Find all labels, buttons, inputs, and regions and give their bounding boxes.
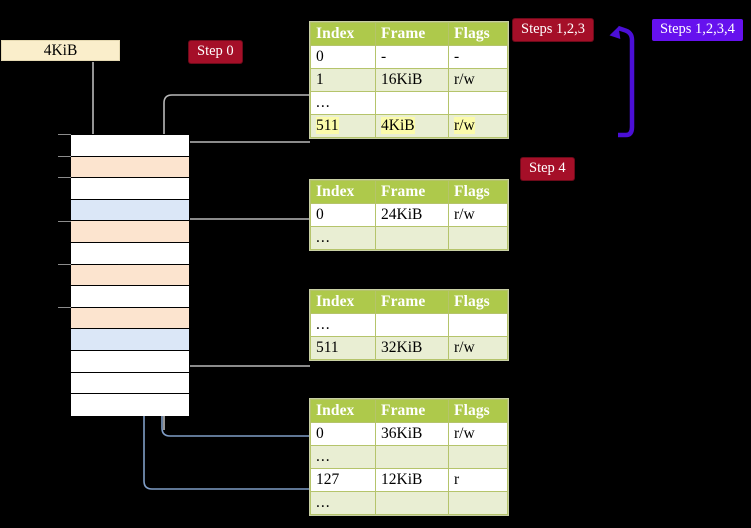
column-header-index: Index [310, 180, 376, 204]
badge-steps-1234: Steps 1,2,3,4 [652, 19, 743, 41]
column-header-flags: Flags [448, 290, 508, 314]
column-header-frame: Frame [375, 290, 449, 314]
badge-step-0: Step 0 [189, 41, 242, 63]
column-header-flags: Flags [448, 22, 508, 46]
cell-flags [448, 445, 508, 469]
memory-tick [58, 134, 71, 135]
cell-index: ... [310, 313, 376, 337]
cell-flags: r/w [448, 114, 508, 138]
memory-row [71, 199, 189, 222]
cell-frame [375, 226, 449, 250]
cell-flags: r/w [448, 68, 508, 92]
level-2-page-table: Index Frame Flags 0 24KiB r/w ... [310, 180, 508, 250]
cell-flags: r/w [448, 336, 508, 360]
cell-index: 127 [310, 468, 376, 492]
cell-flags: r/w [448, 422, 508, 446]
memory-row [71, 307, 189, 330]
cell-index: 0 [310, 203, 376, 227]
cell-frame [375, 445, 449, 469]
table-header-row: Index Frame Flags [310, 290, 508, 314]
cell-index: ... [310, 491, 376, 515]
table-row: 127 12KiB r [310, 468, 508, 492]
table-row: ... [310, 491, 508, 515]
physical-memory-column [70, 134, 190, 416]
memory-tick [58, 221, 71, 222]
column-header-index: Index [310, 290, 376, 314]
table-header-row: Index Frame Flags [310, 180, 508, 204]
column-header-frame: Frame [375, 22, 449, 46]
level-3-page-table: Index Frame Flags ... 511 32KiB r/w [310, 290, 508, 360]
cell-frame: 36KiB [375, 422, 449, 446]
cell-index: 1 [310, 68, 376, 92]
table-row: ... [310, 91, 508, 115]
level-1-page-table: Index Frame Flags 0 - - 1 16KiB r/w ... [310, 22, 508, 138]
cell-flags: r [448, 468, 508, 492]
cell-frame: 24KiB [375, 203, 449, 227]
table-row: 511 32KiB r/w [310, 336, 508, 360]
cell-index-text: 511 [316, 117, 339, 134]
column-header-frame: Frame [375, 399, 449, 423]
memory-tick [58, 307, 71, 308]
cell-index: ... [310, 226, 376, 250]
memory-row [71, 178, 189, 200]
cell-frame-text: 4KiB [381, 117, 415, 134]
table-row: 0 24KiB r/w [310, 203, 508, 227]
column-header-flags: Flags [448, 180, 508, 204]
memory-row [71, 264, 189, 287]
memory-row [71, 156, 189, 179]
cell-frame [375, 313, 449, 337]
cell-frame [375, 491, 449, 515]
memory-row [71, 221, 189, 243]
cell-index: 0 [310, 422, 376, 446]
frame-box-label: 4KiB [43, 41, 78, 59]
cell-flags [448, 226, 508, 250]
table-row: 0 36KiB r/w [310, 422, 508, 446]
cell-flags: r/w [448, 203, 508, 227]
column-header-index: Index [310, 399, 376, 423]
cell-index: ... [310, 91, 376, 115]
memory-tick [58, 156, 71, 157]
cell-index: 511 [310, 336, 376, 360]
cell-frame: 12KiB [375, 468, 449, 492]
cell-flags [448, 491, 508, 515]
table-header-row: Index Frame Flags [310, 399, 508, 423]
cell-flags [448, 313, 508, 337]
cell-frame: 16KiB [375, 68, 449, 92]
cell-flags: - [448, 45, 508, 69]
column-header-frame: Frame [375, 180, 449, 204]
table-row: ... [310, 445, 508, 469]
table-row: 0 - - [310, 45, 508, 69]
table-row: 1 16KiB r/w [310, 68, 508, 92]
memory-tick [58, 264, 71, 265]
cell-index: 511 [310, 114, 376, 138]
memory-row [71, 350, 189, 373]
memory-row [71, 329, 189, 351]
table-header-row: Index Frame Flags [310, 22, 508, 46]
column-header-flags: Flags [448, 399, 508, 423]
column-header-index: Index [310, 22, 376, 46]
memory-row [71, 286, 189, 308]
cell-frame [375, 91, 449, 115]
cell-flags-text: r/w [454, 117, 475, 134]
cell-index: ... [310, 445, 376, 469]
memory-row [71, 135, 189, 157]
table-row: ... [310, 226, 508, 250]
memory-tick [58, 177, 71, 178]
badge-steps-123: Steps 1,2,3 [513, 19, 594, 41]
cell-frame: - [375, 45, 449, 69]
memory-row [71, 372, 189, 395]
cell-flags [448, 91, 508, 115]
level-4-page-table: Index Frame Flags 0 36KiB r/w ... 127 12… [310, 399, 508, 515]
cell-frame: 32KiB [375, 336, 449, 360]
badge-step-4: Step 4 [521, 158, 574, 180]
frame-box-4kib: 4KiB [1, 40, 120, 61]
table-row: ... [310, 313, 508, 337]
cell-index: 0 [310, 45, 376, 69]
table-row-highlighted: 511 4KiB r/w [310, 114, 508, 138]
cell-frame: 4KiB [375, 114, 449, 138]
memory-row [71, 394, 189, 416]
memory-row [71, 242, 189, 265]
